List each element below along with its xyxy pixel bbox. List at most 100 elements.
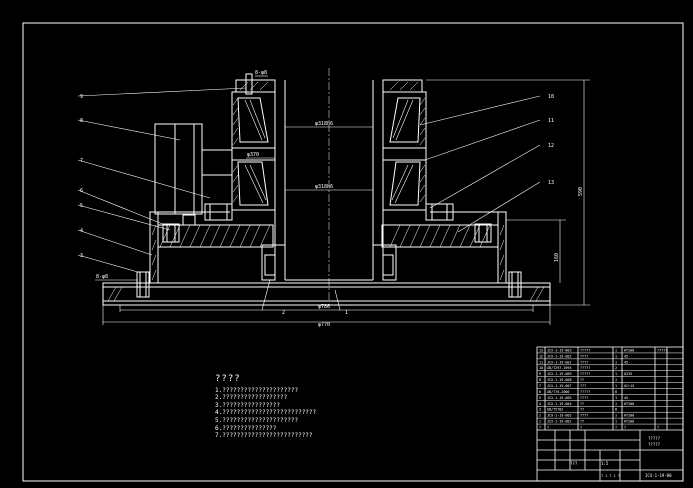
balloon-1: 1: [345, 310, 348, 316]
parts-cell-note: ?????: [657, 348, 667, 352]
parts-cell-name: ????: [580, 414, 588, 418]
balloon-7: 7: [80, 158, 83, 164]
parts-cell-no: 13: [539, 348, 543, 352]
balloon-labels: 9 8 7 6 5 4 3 2 1 10 11 12 13: [80, 94, 554, 316]
base-plate: [102, 282, 551, 325]
dim-base-diameter-2: φ770: [318, 322, 330, 328]
parts-header-note: ?: [657, 426, 659, 430]
parts-header-code: ?: [547, 426, 549, 430]
dim-bolt-label: 8-φ8: [96, 274, 108, 280]
note-line-1: 1.?????????????????????: [215, 386, 299, 394]
title-block-labels: ????? ????? JCX-1-19-00 1:5 ? 1 ? 1 ? ??…: [570, 436, 672, 478]
parts-cell-no: 8: [539, 378, 541, 382]
parts-header-no: ?: [539, 426, 541, 430]
parts-cell-code: JCX-1-19-005: [547, 396, 572, 400]
dim-lower-height: 160: [554, 253, 560, 262]
parts-cell-name: ?????: [580, 348, 590, 352]
parts-cell-mat: HT200: [624, 402, 634, 406]
parts-cell-code: JCX-1-19-001: [547, 360, 572, 364]
dim-top-diameter: φ318h6: [315, 121, 333, 127]
parts-cell-mat: 45: [624, 360, 628, 364]
parts-cell-code: JCX-1-19-008: [547, 378, 572, 382]
parts-cell-no: 11: [539, 360, 543, 364]
parts-cell-mat: 45: [624, 396, 628, 400]
parts-cell-code: JCX-1-19-002: [547, 414, 572, 418]
parts-cell-name: ????: [580, 354, 588, 358]
motor-block: [154, 123, 232, 215]
parts-cell-mat: GCr15: [624, 384, 634, 388]
note-line-6: 6.???????????????: [215, 424, 277, 432]
balloon-4: 4: [80, 228, 83, 234]
title-block: [536, 346, 684, 482]
parts-cell-code: JCX-1-19-003: [547, 348, 572, 352]
parts-cell-qty: 1: [615, 414, 617, 418]
parts-cell-name: ????: [580, 396, 588, 400]
dim-mid-diameter: φ370: [247, 152, 259, 158]
parts-cell-mat: 45: [624, 354, 628, 358]
balloon-3: 3: [80, 253, 83, 259]
parts-cell-qty: 1: [615, 354, 617, 358]
parts-cell-qty: 2: [615, 366, 617, 370]
drawing-sheet: ? 1 ? 1 ?: [601, 474, 620, 478]
drawing-title: ?????: [648, 436, 661, 441]
drawing-border: [22, 22, 684, 482]
parts-cell-qty: 1: [615, 360, 617, 364]
notes-title: ????: [215, 374, 241, 384]
note-line-4: 4.??????????????????????????: [215, 409, 317, 417]
balloon-11: 11: [548, 118, 554, 124]
parts-header-name: ?: [580, 426, 582, 430]
dim-total-height: 590: [578, 187, 584, 196]
parts-header-mat: ?: [624, 426, 626, 430]
balloon-10: 10: [548, 94, 554, 100]
bearing-housing-left: [231, 73, 276, 211]
parts-cell-qty: 8: [615, 390, 617, 394]
drawing-scale: 1:5: [601, 461, 609, 466]
parts-cell-code: GB/T70-2000: [547, 390, 569, 394]
parts-cell-name: ??: [580, 402, 584, 406]
parts-cell-name: ??: [580, 378, 584, 382]
parts-cell-no: 12: [539, 354, 543, 358]
parts-cell-code: GB/T5782: [547, 408, 563, 412]
parts-cell-name: ?????: [580, 372, 590, 376]
parts-cell-code: JCX-1-19-007: [547, 384, 572, 388]
note-line-5: 5.?????????????????????: [215, 416, 299, 424]
parts-cell-name: ??: [580, 420, 584, 424]
parts-cell-qty: 1: [615, 402, 617, 406]
drawing-title-2: ?????: [648, 442, 661, 447]
parts-cell-name: ???: [580, 384, 586, 388]
dimension-labels: φ318h6 φ370 φ318h6 φ786 φ770 8-φ8 8-φ8 5…: [96, 70, 584, 328]
bearing-housing-right: [382, 79, 427, 211]
drawing-number: JCX-1-19-00: [645, 473, 672, 478]
parts-cell-code: JCX-1-19-004: [547, 402, 572, 406]
parts-cell-mat: HT200: [624, 420, 634, 424]
balloon-6: 6: [80, 188, 83, 194]
parts-cell-code: JCX-1-19-009: [547, 372, 572, 376]
parts-cell-qty: 1: [615, 348, 617, 352]
parts-cell-qty: 1: [615, 384, 617, 388]
school-name: ???: [570, 461, 578, 466]
parts-cell-name: ?????: [580, 366, 590, 370]
parts-cell-mat: HT200: [624, 414, 634, 418]
parts-cell-no: 9: [539, 372, 541, 376]
parts-cell-no: 10: [539, 366, 543, 370]
flanges: [182, 203, 454, 226]
parts-cell-name: ?????: [580, 390, 590, 394]
balloon-9: 9: [80, 94, 83, 100]
parts-cell-no: 3: [539, 408, 541, 412]
dim-base-diameter-1: φ786: [318, 304, 330, 310]
parts-header-qty: ?: [615, 426, 617, 430]
balloon-13: 13: [548, 180, 554, 186]
balloon-12: 12: [548, 143, 554, 149]
note-line-2: 2.??????????????????: [215, 394, 288, 402]
note-line-3: 3.????????????????: [215, 401, 281, 409]
parts-cell-qty: 1: [615, 378, 617, 382]
parts-cell-no: 4: [539, 402, 541, 406]
parts-cell-name: ??: [580, 408, 584, 412]
parts-cell-qty: 1: [615, 372, 617, 376]
parts-cell-name: ????: [580, 360, 588, 364]
parts-cell-qty: 8: [615, 408, 617, 412]
parts-cell-code: GB/T297-1994: [547, 366, 572, 370]
parts-cell-no: 5: [539, 396, 541, 400]
